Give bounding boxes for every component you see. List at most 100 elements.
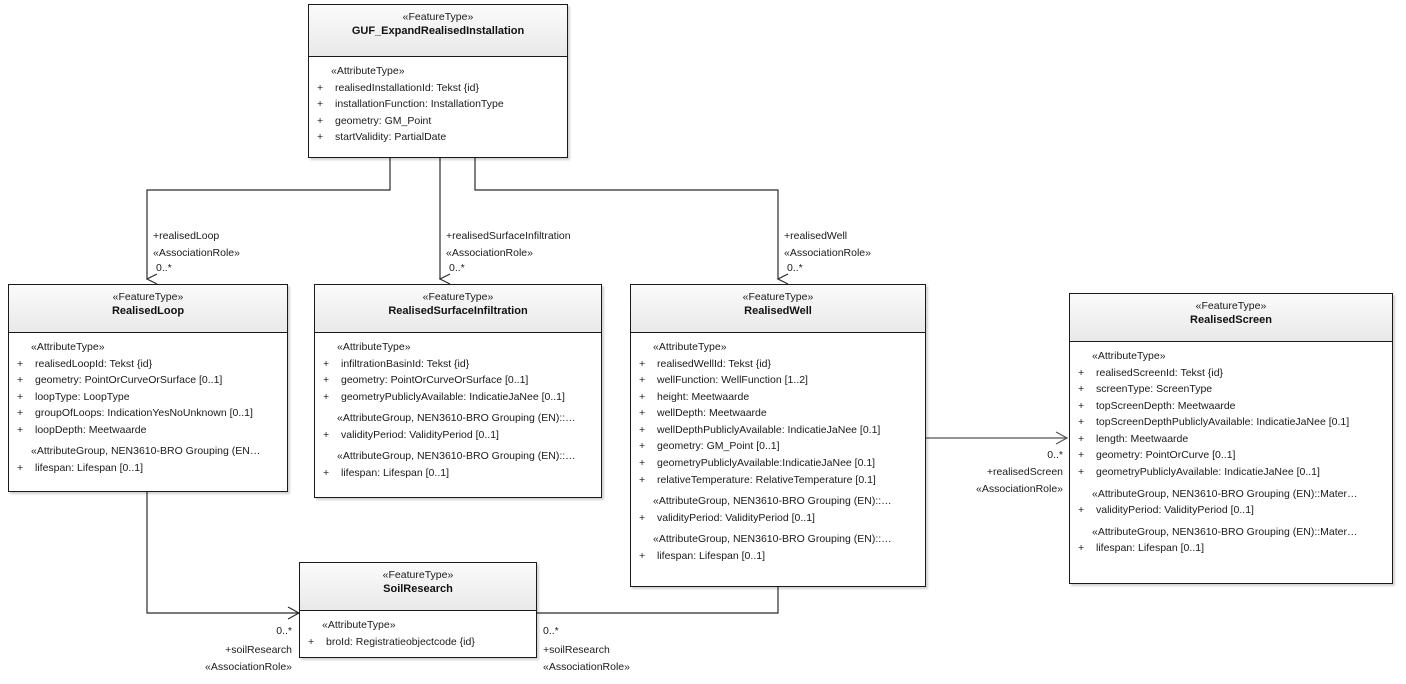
attribute-row: + infiltrationBasinId: Tekst {id} [317,356,599,373]
class-realisedsurfaceinfiltration[interactable]: «FeatureType» RealisedSurfaceInfiltratio… [314,284,602,498]
class-name: RealisedWell [744,305,812,318]
association-role-name: +soilResearch [543,644,610,656]
class-name: RealisedSurfaceInfiltration [388,305,528,318]
attribute-text: loopDepth: Meetwaarde [35,423,147,436]
class-realisedloop[interactable]: «FeatureType» RealisedLoop «AttributeTyp… [8,284,288,492]
attribute-row: + realisedScreenId: Tekst {id} [1072,365,1390,382]
attribute-row: + geometryPubliclyAvailable: IndicatieJa… [317,389,599,406]
connector-realisedloop-to-soilresearch [146,492,301,620]
attribute-text: geometryPubliclyAvailable: IndicatieJaNe… [1096,466,1320,479]
association-role-name: +realisedScreen [986,466,1063,478]
attribute-visibility: + [639,457,646,470]
attribute-text: lifespan: Lifespan [0..1] [35,462,143,475]
attribute-text: wellDepthPubliclyAvailable: IndicatieJaN… [657,423,881,436]
attribute-row: + lifespan: Lifespan [0..1] [633,548,923,565]
class-stereotype: «FeatureType» [402,11,474,23]
class-body: «AttributeType» + realisedWellId: Tekst … [631,333,925,571]
attribute-row: + relativeTemperature: RelativeTemperatu… [633,472,923,489]
attribute-visibility: + [317,131,324,144]
attribute-group-label: «AttributeGroup, NEN3610-BRO Grouping (E… [1092,487,1358,500]
attribute-text: topScreenDepth: Meetwaarde [1096,399,1236,412]
association-stereotype: «AssociationRole» [205,661,292,673]
attribute-text: realisedLoopId: Tekst {id} [35,357,153,370]
attribute-visibility: + [639,549,646,562]
association-role-name: +realisedWell [784,230,848,242]
attribute-visibility: + [639,374,646,387]
association-label-soilresearch-well: +soilResearch «AssociationRole» [543,642,630,676]
attribute-visibility: + [1078,542,1085,555]
class-name: SoilResearch [383,583,453,596]
attribute-text: lifespan: Lifespan [0..1] [341,467,449,480]
attribute-text: broId: Registratieobjectcode {id} [326,635,475,648]
attribute-row: + loopDepth: Meetwaarde [11,422,285,439]
class-body: «AttributeType» + infiltrationBasinId: T… [315,333,601,488]
association-label-realisedscreen: +realisedScreen «AssociationRole» [898,464,1063,498]
class-header: «FeatureType» RealisedWell [631,285,925,333]
class-name: RealisedScreen [1190,314,1272,327]
attribute-text: geometry: PointOrCurveOrSurface [0..1] [35,374,223,387]
attribute-text: screenType: ScreenType [1096,383,1213,396]
attribute-visibility: + [323,374,330,387]
attribute-text: height: Meetwaarde [657,390,750,403]
class-body: «AttributeType» + realisedScreenId: Teks… [1070,342,1392,563]
association-stereotype: «AssociationRole» [446,247,533,259]
attribute-row: + topScreenDepthPubliclyAvailable: Indic… [1072,414,1390,431]
attribute-text: installationFunction: InstallationType [335,98,504,111]
attribute-visibility: + [308,635,315,648]
association-multiplicity-soilresearch-well: 0..* [543,625,559,637]
attribute-text: validityPeriod: ValidityPeriod [0..1] [1096,504,1254,517]
attribute-visibility: + [323,428,330,441]
attribute-row: + installationFunction: InstallationType [311,96,565,113]
attribute-visibility: + [639,423,646,436]
attribute-group-label: «AttributeType» [31,341,105,353]
attribute-row: + groupOfLoops: IndicationYesNoUnknown [… [11,405,285,422]
attribute-text: geometryPubliclyAvailable: IndicatieJaNe… [341,390,565,403]
attribute-row: + geometryPubliclyAvailable: IndicatieJa… [1072,464,1390,481]
attribute-text: relativeTemperature: RelativeTemperature… [657,473,876,486]
attribute-row: + wellDepthPubliclyAvailable: IndicatieJ… [633,422,923,439]
attribute-text: lifespan: Lifespan [0..1] [657,549,765,562]
attribute-row: + length: Meetwaarde [1072,431,1390,448]
association-multiplicity-realisedsurfaceinfiltration: 0..* [449,262,465,274]
attribute-row: + topScreenDepth: Meetwaarde [1072,398,1390,415]
attribute-visibility: + [639,440,646,453]
attribute-row: + validityPeriod: ValidityPeriod [0..1] [633,510,923,527]
attribute-visibility: + [1078,366,1085,379]
association-label-realisedloop: +realisedLoop «AssociationRole» [153,228,240,262]
association-role-name: +realisedSurfaceInfiltration [446,230,571,242]
class-body: «AttributeType» + realisedLoopId: Tekst … [9,333,287,483]
attribute-row: + realisedLoopId: Tekst {id} [11,356,285,373]
association-stereotype: «AssociationRole» [784,247,871,259]
attribute-visibility: + [639,407,646,420]
class-soilresearch[interactable]: «FeatureType» SoilResearch «AttributeTyp… [299,562,537,658]
class-realisedscreen[interactable]: «FeatureType» RealisedScreen «AttributeT… [1069,293,1393,584]
attribute-text: loopType: LoopType [35,390,130,403]
attribute-text: groupOfLoops: IndicationYesNoUnknown [0.… [35,407,253,420]
attribute-group-label: «AttributeType» [653,341,727,353]
attribute-text: length: Meetwaarde [1096,432,1189,445]
attribute-row: + broId: Registratieobjectcode {id} [302,634,534,651]
attribute-text: topScreenDepthPubliclyAvailable: Indicat… [1096,416,1350,429]
attribute-row: + geometry: PointOrCurveOrSurface [0..1] [11,372,285,389]
attribute-text: validityPeriod: ValidityPeriod [0..1] [341,428,499,441]
attribute-row: + validityPeriod: ValidityPeriod [0..1] [317,427,599,444]
class-guf-expandrealisedinstallation[interactable]: «FeatureType» GUF_ExpandRealisedInstalla… [308,4,568,158]
attribute-visibility: + [323,467,330,480]
class-realisedwell[interactable]: «FeatureType» RealisedWell «AttributeTyp… [630,284,926,587]
class-header: «FeatureType» GUF_ExpandRealisedInstalla… [309,5,567,57]
attribute-visibility: + [317,98,324,111]
association-role-name: +realisedLoop [153,230,220,242]
attribute-row: + startValidity: PartialDate [311,129,565,146]
association-stereotype: «AssociationRole» [153,247,240,259]
attribute-row: + realisedWellId: Tekst {id} [633,356,923,373]
attribute-text: wellFunction: WellFunction [1..2] [657,374,808,387]
attribute-row: + wellFunction: WellFunction [1..2] [633,372,923,389]
class-stereotype: «FeatureType» [422,291,494,303]
attribute-text: validityPeriod: ValidityPeriod [0..1] [657,511,815,524]
attribute-visibility: + [1078,449,1085,462]
attribute-row: + realisedInstallationId: Tekst {id} [311,80,565,97]
attribute-group-label: «AttributeGroup, NEN3610-BRO Grouping (E… [653,495,892,508]
attribute-group-label: «AttributeType» [331,65,405,77]
association-multiplicity-realisedscreen: 0..* [1047,449,1063,461]
attribute-row: + screenType: ScreenType [1072,381,1390,398]
